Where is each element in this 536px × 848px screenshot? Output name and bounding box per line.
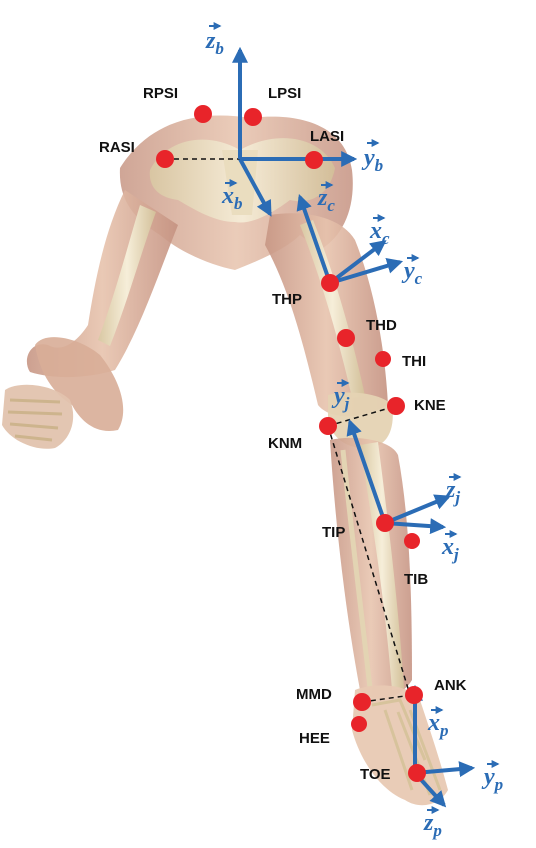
- marker-kne: [387, 397, 405, 415]
- marker-rpsi: [194, 105, 212, 123]
- marker-tib: [404, 533, 420, 549]
- label-rpsi: RPSI: [143, 85, 178, 102]
- svg-text:xc: xc: [369, 218, 390, 248]
- label-tip: TIP: [322, 524, 345, 541]
- label-thi: THI: [402, 353, 426, 370]
- marker-tip: [376, 514, 394, 532]
- marker-toe: [408, 764, 426, 782]
- label-zb: zb: [205, 26, 224, 58]
- label-mmd: MMD: [296, 686, 332, 703]
- label-yb: yb: [361, 143, 383, 175]
- label-lasi: LASI: [310, 128, 344, 145]
- marker-mmd: [353, 693, 371, 711]
- marker-knm: [319, 417, 337, 435]
- marker-lasi: [305, 151, 323, 169]
- label-thd: THD: [366, 317, 397, 334]
- label-tib: TIB: [404, 571, 428, 588]
- svg-text:zb: zb: [205, 28, 224, 58]
- svg-text:zp: zp: [423, 810, 442, 840]
- label-knm: KNM: [268, 435, 302, 452]
- svg-text:yb: yb: [361, 145, 383, 175]
- label-yc: yc: [401, 258, 423, 288]
- marker-hee: [351, 716, 367, 732]
- svg-text:yc: yc: [401, 258, 423, 288]
- svg-text:xj: xj: [441, 534, 459, 564]
- marker-lpsi: [244, 108, 262, 126]
- marker-thd: [337, 329, 355, 347]
- label-xp: xp: [427, 710, 449, 740]
- label-thp: THP: [272, 291, 302, 308]
- label-yp: yp: [481, 764, 503, 794]
- label-xc: xc: [369, 218, 390, 248]
- svg-text:yp: yp: [481, 764, 503, 794]
- svg-text:zj: zj: [445, 477, 460, 507]
- marker-rasi: [156, 150, 174, 168]
- marker-thp: [321, 274, 339, 292]
- label-zp: zp: [423, 810, 442, 840]
- label-xj: xj: [441, 534, 459, 564]
- label-ank: ANK: [434, 677, 467, 694]
- label-lpsi: LPSI: [268, 85, 301, 102]
- label-toe: TOE: [360, 766, 391, 783]
- marker-ank: [405, 686, 423, 704]
- label-kne: KNE: [414, 397, 446, 414]
- marker-thi: [375, 351, 391, 367]
- label-rasi: RASI: [99, 139, 135, 156]
- svg-text:xp: xp: [427, 710, 449, 740]
- label-zj: zj: [445, 477, 460, 507]
- label-hee: HEE: [299, 730, 330, 747]
